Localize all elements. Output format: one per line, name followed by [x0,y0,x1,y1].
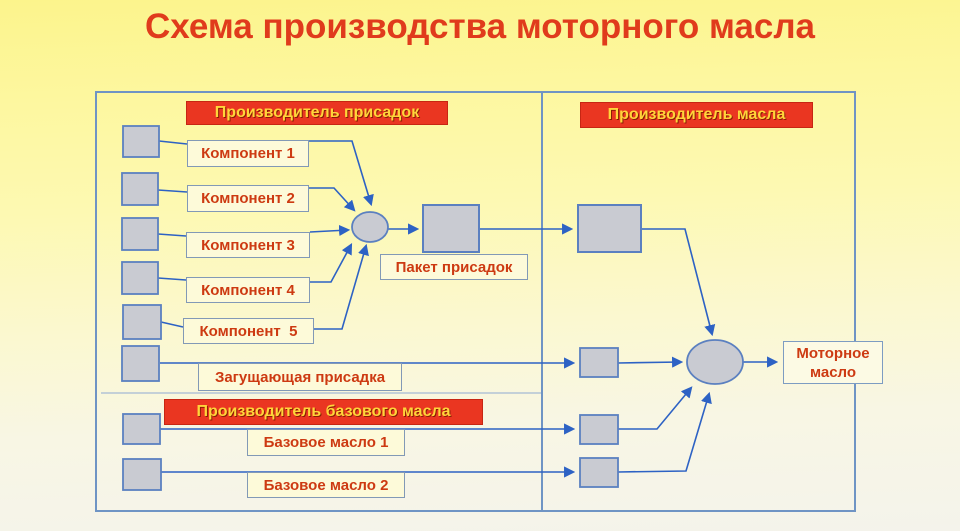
thickening-input-node [579,347,619,378]
flow-line [158,140,188,145]
flow-line [157,189,188,193]
flow-arrow [309,187,356,212]
flow-arrow [617,391,712,473]
flow-arrow [641,228,716,337]
component-source-node-2 [121,172,159,206]
label-thickening-additive: Загущающая присадка [198,363,402,391]
label-component-4: Компонент 4 [186,277,310,303]
flow-line [157,233,187,237]
label-additive-package: Пакет присадок [380,254,528,280]
flow-arrow [314,243,369,330]
oil-mixer-ellipse [686,339,744,385]
nodes [121,125,744,491]
label-base-oil-1: Базовое масло 1 [247,429,405,456]
base-oil-input-node-1 [579,414,619,445]
component-source-node-4 [121,261,159,295]
flow-arrow [309,224,351,237]
panel-oil-producer [541,91,856,512]
banner-additives-producer: Производитель присадок [186,101,448,125]
thickening-source-node [121,345,160,382]
page-title: Схема производства моторного масла [144,7,816,46]
flow-line [160,321,184,328]
component-source-node-1 [122,125,160,158]
base-oil-input-node-2 [579,457,619,488]
additives-mixer-ellipse [351,211,389,243]
label-component-5: Компонент 5 [183,318,314,344]
label-component-2: Компонент 2 [187,185,309,212]
banner-base-oil-producer: Производитель базового масла [164,399,483,425]
banner-oil-producer: Производитель масла [580,102,813,128]
component-source-node-5 [122,304,162,340]
oil-producer-input-node [577,204,642,253]
base-oil-source-node-1 [122,413,161,445]
label-component-3: Компонент 3 [186,232,310,258]
label-component-1: Компонент 1 [187,140,309,167]
flow-arrow [310,243,353,283]
label-motor-oil-output: Моторное масло [783,341,883,384]
additive-package-node [422,204,480,253]
flow-arrow [618,386,693,430]
label-base-oil-2: Базовое масло 2 [247,472,405,498]
base-oil-source-node-2 [122,458,162,491]
flow-arrow [617,356,684,368]
component-source-node-3 [121,217,159,251]
flow-line [157,277,187,281]
flow-arrow [309,140,374,207]
